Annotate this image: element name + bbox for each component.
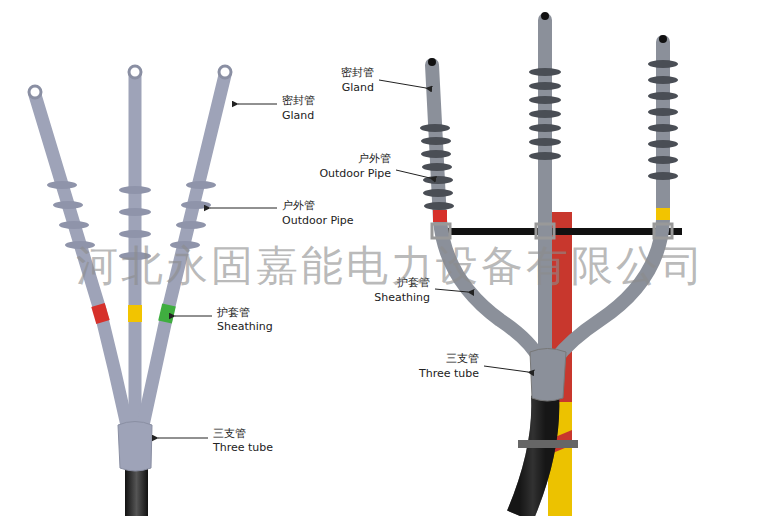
part-label: 三支管	[446, 352, 479, 366]
part-label: 护套管	[217, 306, 250, 320]
watermark: 河北永固嘉能电力设备有限公司	[76, 242, 706, 290]
part-label: Gland	[282, 109, 314, 123]
part-label: Outdoor Pipe	[282, 214, 354, 228]
part-label: 户外管	[358, 152, 391, 166]
part-label: Gland	[342, 81, 374, 95]
part-label: 密封管	[282, 94, 315, 108]
part-label: Three tube	[419, 367, 479, 381]
left-kit	[29, 66, 231, 516]
part-label: 密封管	[341, 66, 374, 80]
part-label: 户外管	[282, 199, 315, 213]
part-label: Three tube	[213, 441, 273, 455]
part-label: Outdoor Pipe	[319, 167, 391, 181]
part-label: Sheathing	[217, 320, 273, 334]
part-label: Sheathing	[374, 291, 430, 305]
part-label: 三支管	[213, 427, 246, 441]
